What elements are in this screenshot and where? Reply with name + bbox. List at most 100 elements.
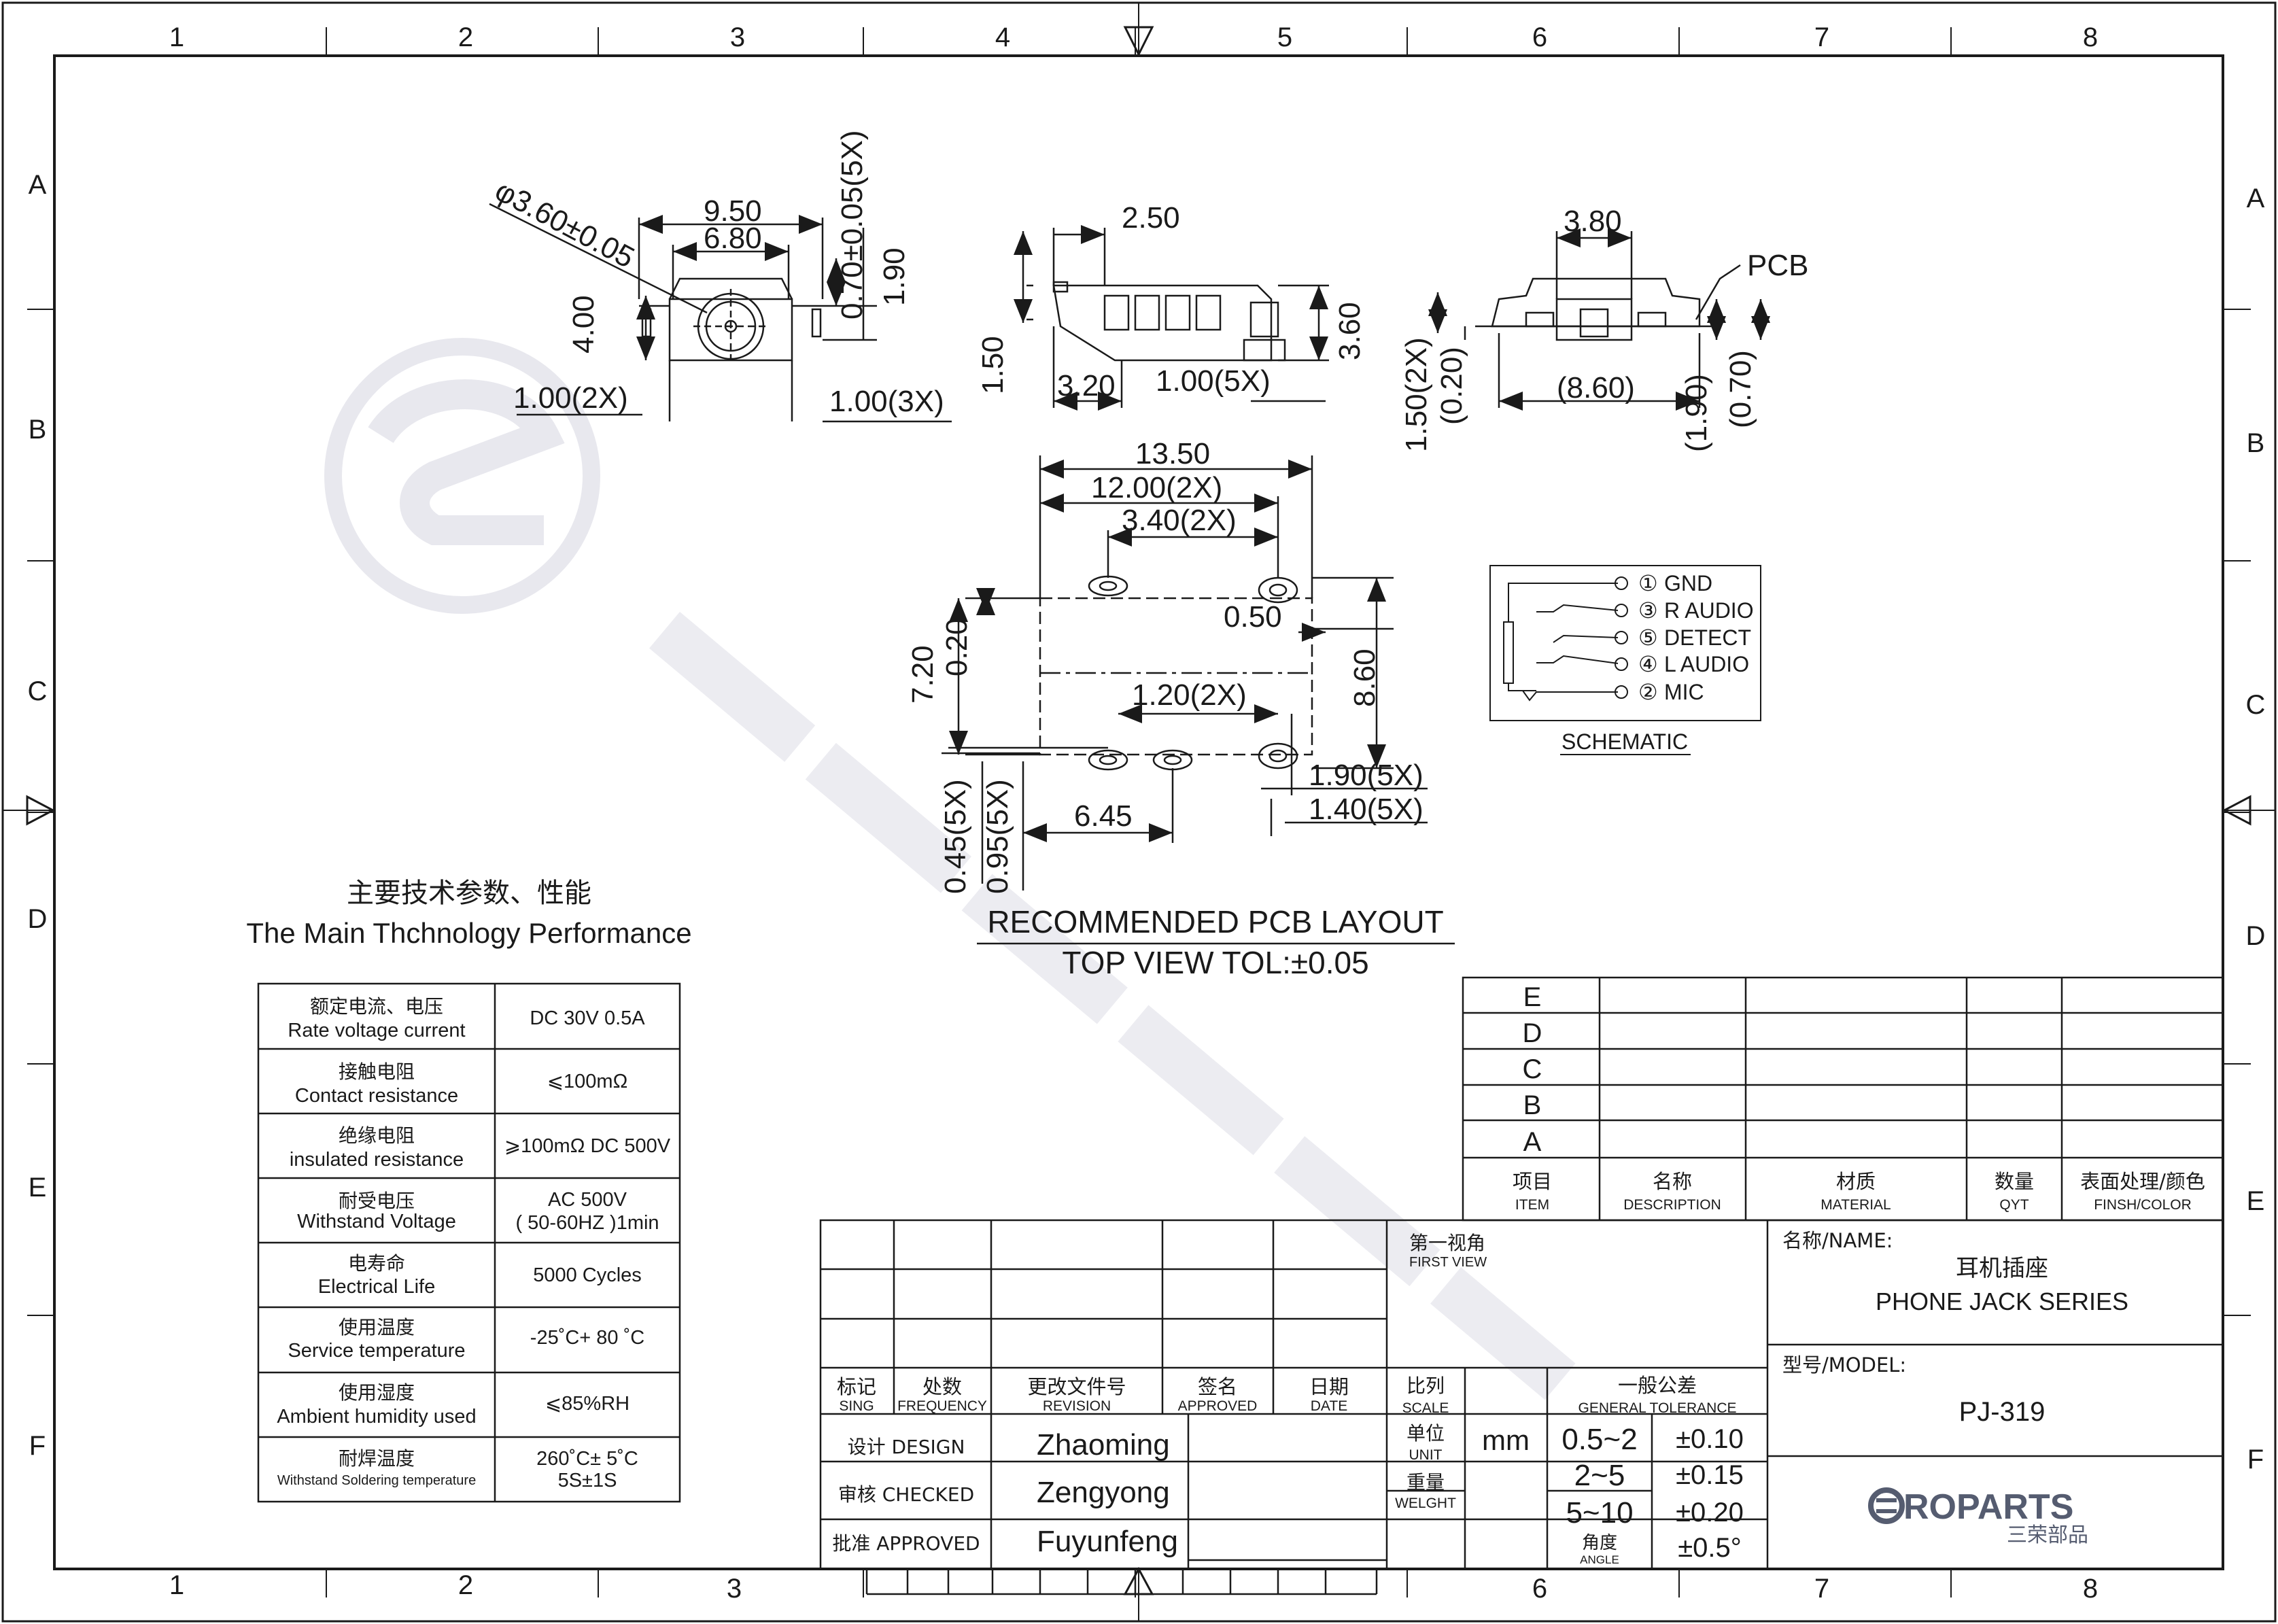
bom-header-cn: 表面处理/颜色 [2080, 1170, 2205, 1193]
row-label-left: B [29, 415, 47, 445]
spec-value: ⩽100mΩ [547, 1071, 628, 1092]
schematic-caption: SCHEMATIC [1561, 729, 1688, 754]
pin-number: ⑤ [1638, 625, 1658, 650]
dim-1-00-3x: 1.00(3X) [829, 385, 944, 418]
front-view [489, 203, 952, 423]
pin-name: R AUDIO [1664, 598, 1754, 623]
row-label-right: B [2247, 428, 2265, 458]
bom-header-en: FINSH/COLOR [2094, 1197, 2192, 1213]
dim-3-60: 3.60 [1333, 302, 1366, 360]
dim-1-50: 1.50 [976, 336, 1009, 394]
dim-3-80: 3.80 [1564, 205, 1622, 238]
bom-row-label: A [1523, 1127, 1542, 1157]
name-cn: 耳机插座 [1956, 1255, 2048, 1282]
company-logo: ROPARTS 三荣部品 [1868, 1487, 2088, 1547]
spec-label-cn: 使用湿度 [339, 1381, 415, 1404]
spec-value: 5000 Cycles [533, 1264, 642, 1286]
dim-0-50: 0.50 [1224, 600, 1282, 634]
spec-label-en: Service temperature [288, 1340, 465, 1362]
name-en: PHONE JACK SERIES [1876, 1288, 2128, 1315]
revision-header-cn: 更改文件号 [1027, 1375, 1126, 1398]
tolerance-en: GENERAL TOLERANCE [1578, 1400, 1736, 1416]
dim-1-50-2x: 1.50(2X) [1400, 337, 1433, 452]
col-label-top: 4 [995, 22, 1010, 52]
grid-labels: 1 2 3 4 5 6 7 8 1 2 3 6 7 8 A B C D E F … [28, 22, 2266, 1604]
col-label-bottom: 3 [727, 1574, 742, 1604]
dim-1-90: 1.90 [878, 247, 911, 306]
first-view-en: FIRST VIEW [1409, 1255, 1487, 1270]
spec-value: -25˚C+ 80 ˚C [530, 1327, 644, 1349]
col-label-top: 3 [730, 22, 745, 52]
title-block-frame [819, 1219, 2224, 1595]
angle-tol: ±0.5° [1678, 1533, 1742, 1563]
spec-label-cn: 绝缘电阻 [339, 1124, 415, 1147]
row-label-left: C [28, 676, 48, 706]
spec-label-en: Ambient humidity used [277, 1406, 476, 1428]
col-label-top: 6 [1532, 22, 1547, 52]
revision-header-en: REVISION [1043, 1398, 1111, 1414]
role-design: 设计 DESIGN [848, 1436, 965, 1458]
dim-6-45: 6.45 [1074, 799, 1133, 833]
bom-header-en: DESCRIPTION [1623, 1197, 1721, 1213]
unit-en: UNIT [1409, 1447, 1443, 1463]
pin-number: ② [1638, 680, 1658, 704]
scale-en: SCALE [1402, 1400, 1449, 1416]
revision-header-en: FREQUENCY [897, 1398, 987, 1414]
bom-row-label: B [1523, 1090, 1542, 1120]
end-view [1428, 228, 1770, 411]
pin-number: ① [1638, 571, 1658, 595]
spec-row: 使用湿度 Ambient humidity used ⩽85%RH [277, 1381, 629, 1428]
weight-cn: 重量 [1407, 1471, 1445, 1493]
bom-header-en: QYT [1999, 1197, 2029, 1213]
title-block-info: 第一视角 FIRST VIEW 比列 SCALE 一般公差 GENERAL TO… [1395, 1229, 2128, 1566]
row-label-left: D [28, 904, 48, 934]
spec-rows: 额定电流、电压 Rate voltage current DC 30V 0.5A… [277, 995, 670, 1491]
spec-table [257, 982, 681, 1503]
dim-13-50: 13.50 [1135, 437, 1210, 470]
tol-value: ±0.10 [1676, 1424, 1744, 1454]
col-label-bottom: 6 [1532, 1574, 1547, 1604]
dim-phi: φ3.60±0.05 [489, 174, 640, 275]
dim-3-20: 3.20 [1057, 369, 1116, 402]
bom-headers: 项目 ITEM 名称 DESCRIPTION 材质 MATERIAL 数量 QY… [1513, 1170, 2205, 1213]
revision-header-cn: 签名 [1198, 1375, 1237, 1398]
spec-value: ⩽85%RH [545, 1393, 629, 1415]
tol-range: 0.5~2 [1561, 1423, 1637, 1456]
dim-0-45: 0.45(5X) [939, 779, 972, 894]
spec-label-en: Electrical Life [318, 1276, 435, 1298]
model-value: PJ-319 [1959, 1397, 2046, 1427]
tol-value: ±0.20 [1676, 1498, 1744, 1527]
pin-name: MIC [1664, 680, 1704, 704]
name-approved: Fuyunfeng [1037, 1525, 1178, 1558]
dim-1-40-5x: 1.40(5X) [1309, 793, 1423, 826]
angle-en: ANGLE [1580, 1553, 1619, 1566]
revision-headers: 标记 SING 处数 FREQUENCY 更改文件号 REVISION 签名 A… [837, 1375, 1349, 1414]
bom-header-en: ITEM [1515, 1197, 1549, 1213]
watermark [324, 338, 1576, 1400]
spec-row: 使用温度 Service temperature -25˚C+ 80 ˚C [288, 1316, 644, 1362]
bom-row-label: D [1523, 1018, 1542, 1048]
pcb-caption-line2: TOP VIEW TOL:±0.05 [1062, 945, 1368, 980]
side-view [1014, 225, 1329, 411]
model-label: 型号/MODEL: [1782, 1353, 1906, 1377]
col-label-bottom: 7 [1814, 1574, 1829, 1604]
grid-ticks [3, 3, 2275, 1621]
spec-row: 额定电流、电压 Rate voltage current DC 30V 0.5A [288, 995, 645, 1041]
dim-6-80: 6.80 [704, 222, 762, 255]
weight-en: WELGHT [1395, 1496, 1456, 1511]
role-checked: 审核 CHECKED [838, 1483, 974, 1506]
first-view-cn: 第一视角 [1409, 1232, 1485, 1254]
spec-label-cn: 额定电流、电压 [310, 995, 443, 1018]
col-label-top: 2 [458, 22, 473, 52]
dim-8-60: (8.60) [1557, 371, 1635, 404]
spec-value-2: 5S±1S [558, 1470, 617, 1491]
dim-0-20: (0.20) [1435, 347, 1468, 425]
revision-header-cn: 处数 [922, 1375, 962, 1398]
name-checked: Zengyong [1037, 1476, 1170, 1509]
spec-label-cn: 电寿命 [348, 1252, 405, 1275]
pcb-label: PCB [1747, 249, 1808, 282]
